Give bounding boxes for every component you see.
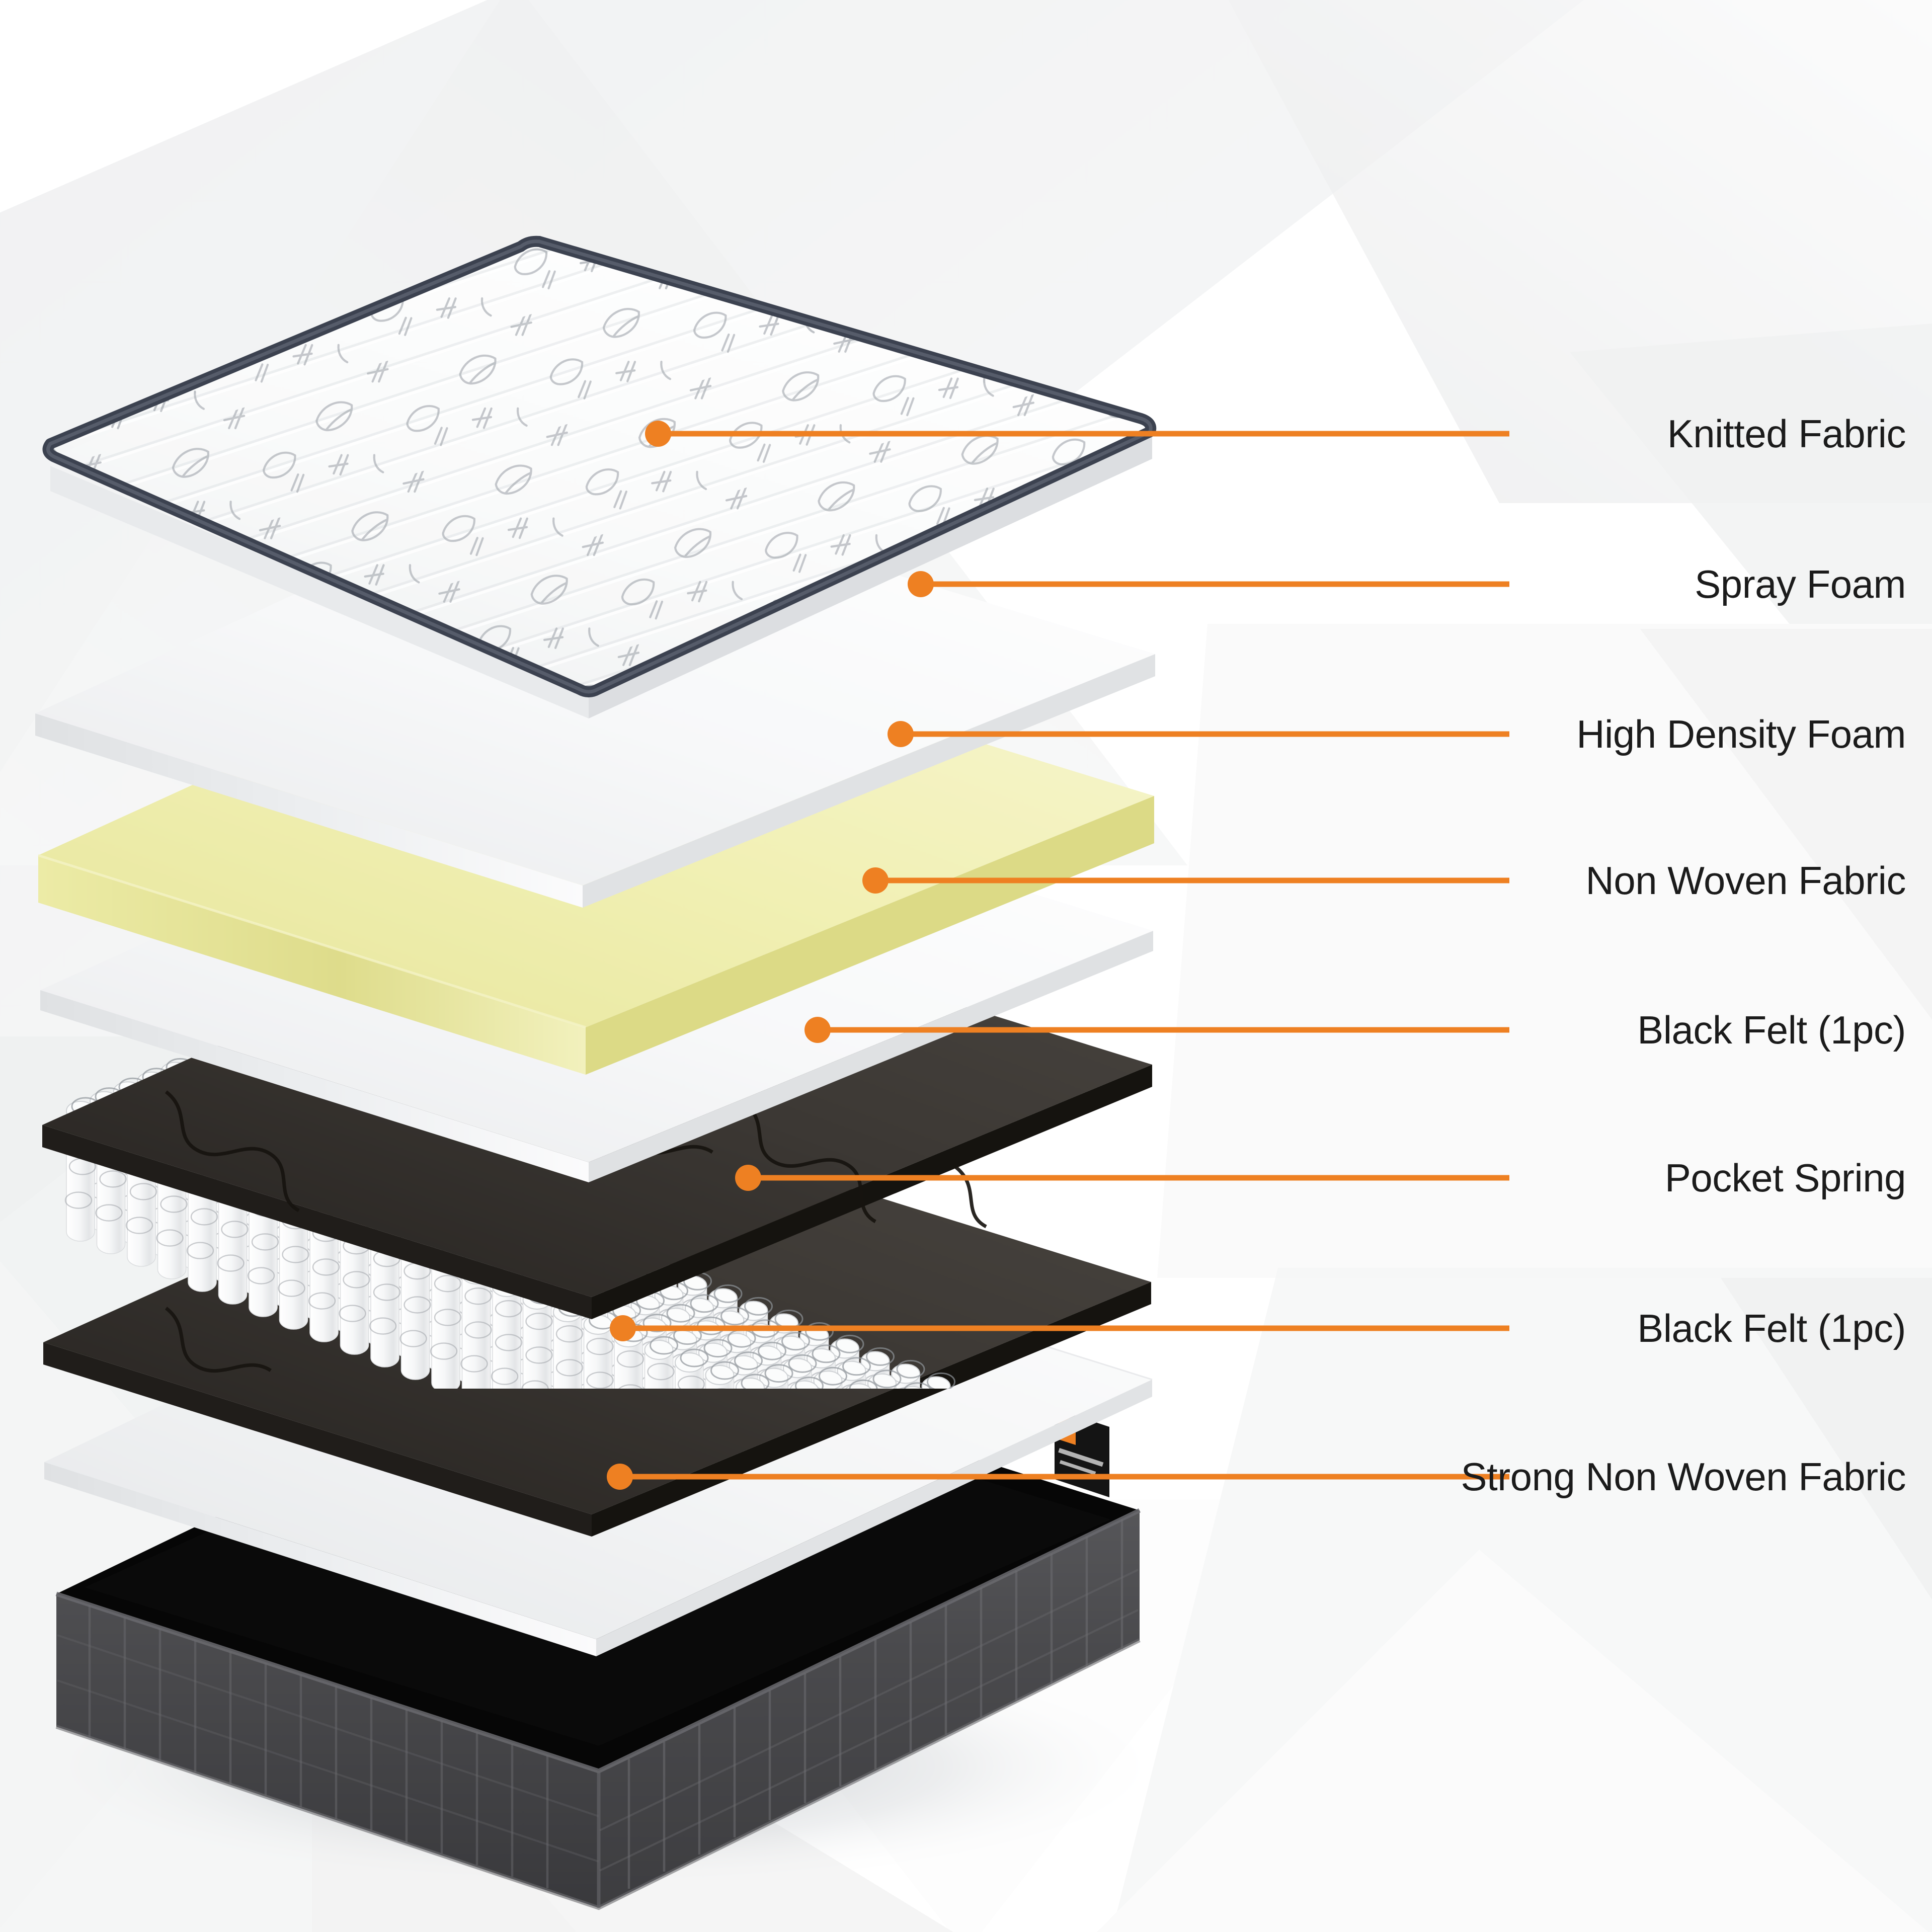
callout-label-0: Knitted Fabric [1667, 412, 1906, 456]
callout-leaders [607, 421, 1509, 1490]
pocket-spring-coil [521, 1285, 556, 1389]
spring-coil-ring [434, 1309, 462, 1326]
callout-dot-7 [607, 1464, 633, 1490]
spring-coil-ring [399, 1330, 427, 1347]
spring-coil-ring [521, 1380, 549, 1389]
pocket-spring-coil [759, 1364, 793, 1389]
spring-coil-ring [369, 1317, 397, 1335]
spring-coil-ring [647, 1362, 675, 1381]
callout-dot-5 [735, 1165, 761, 1191]
spring-coil-ring [221, 1221, 249, 1238]
pocket-spring-coil [644, 1336, 678, 1389]
pocket-spring-coil [789, 1377, 824, 1389]
spring-coil-ring [217, 1254, 245, 1272]
callout-dot-4 [804, 1017, 831, 1043]
spring-coil-ring [373, 1283, 401, 1301]
callout-dot-1 [908, 571, 934, 597]
spring-coil-ring [190, 1208, 218, 1226]
base-quilt-right [627, 1519, 1123, 1889]
spring-coil-ring [464, 1321, 492, 1339]
callout-dot-6 [610, 1315, 636, 1341]
spring-coil-ring [555, 1359, 584, 1377]
spring-coil-ring [495, 1300, 523, 1318]
spring-coil-ring [186, 1242, 214, 1259]
spring-coil-ring [95, 1204, 123, 1222]
pocket-spring-coil [921, 1372, 955, 1389]
base-quilt-right-horizontal [599, 1569, 1139, 1872]
base-quilt-left [88, 1605, 549, 1888]
spring-coil-ring [616, 1384, 645, 1389]
spring-coil-ring [525, 1346, 553, 1364]
callout-dot-3 [862, 867, 889, 894]
pocket-spring-coil [736, 1374, 770, 1389]
callout-label-7: Strong Non Woven Fabric [1461, 1455, 1906, 1499]
spring-coil-ring [129, 1183, 157, 1200]
spring-coil-ring [99, 1170, 127, 1188]
pocket-spring-coil [705, 1361, 739, 1389]
spring-coil-ring [282, 1246, 309, 1263]
spring-coil-ring [156, 1229, 184, 1247]
spring-coil-ring [464, 1287, 492, 1305]
callout-label-4: Black Felt (1pc) [1637, 1008, 1906, 1052]
callout-label-6: Black Felt (1pc) [1637, 1306, 1906, 1350]
spring-coil-ring [278, 1279, 305, 1297]
spring-coil-ring [160, 1195, 188, 1213]
spring-coil-ring [434, 1274, 462, 1293]
spring-coil-ring [491, 1367, 519, 1385]
pocket-spring-coil [675, 1348, 709, 1389]
callout-label-1: Spray Foam [1695, 562, 1906, 606]
spring-coil-ring [247, 1267, 275, 1284]
spring-coil-ring [64, 1191, 93, 1209]
spring-coil-ring [495, 1334, 523, 1351]
callout-label-5: Pocket Spring [1664, 1156, 1906, 1200]
spring-coil-ring [404, 1296, 431, 1314]
spring-coil-ring [616, 1350, 645, 1368]
callout-label-2: High Density Foam [1576, 712, 1906, 756]
pocket-spring-coil [898, 1382, 932, 1389]
spring-coil-ring [251, 1233, 279, 1251]
spring-coil-ring [677, 1375, 705, 1389]
spring-coil-ring [430, 1342, 458, 1360]
pocket-spring-coil [867, 1370, 902, 1389]
pocket-spring-coil [813, 1366, 847, 1389]
callout-dot-2 [888, 721, 914, 747]
spring-coil-ring [525, 1312, 553, 1330]
spring-coil-ring [586, 1337, 614, 1355]
spring-coil-ring [586, 1372, 614, 1389]
pocket-spring-coil [844, 1379, 878, 1389]
spring-coil-ring [555, 1325, 584, 1343]
callout-dot-0 [645, 421, 671, 447]
spring-coil-ring [460, 1355, 488, 1373]
callout-label-3: Non Woven Fabric [1585, 858, 1906, 903]
spring-coil-ring [312, 1258, 340, 1276]
spring-coil-ring [125, 1217, 153, 1234]
spring-coil-ring [339, 1305, 366, 1322]
spring-coil-ring [308, 1292, 336, 1310]
spring-coil-ring [343, 1271, 370, 1289]
